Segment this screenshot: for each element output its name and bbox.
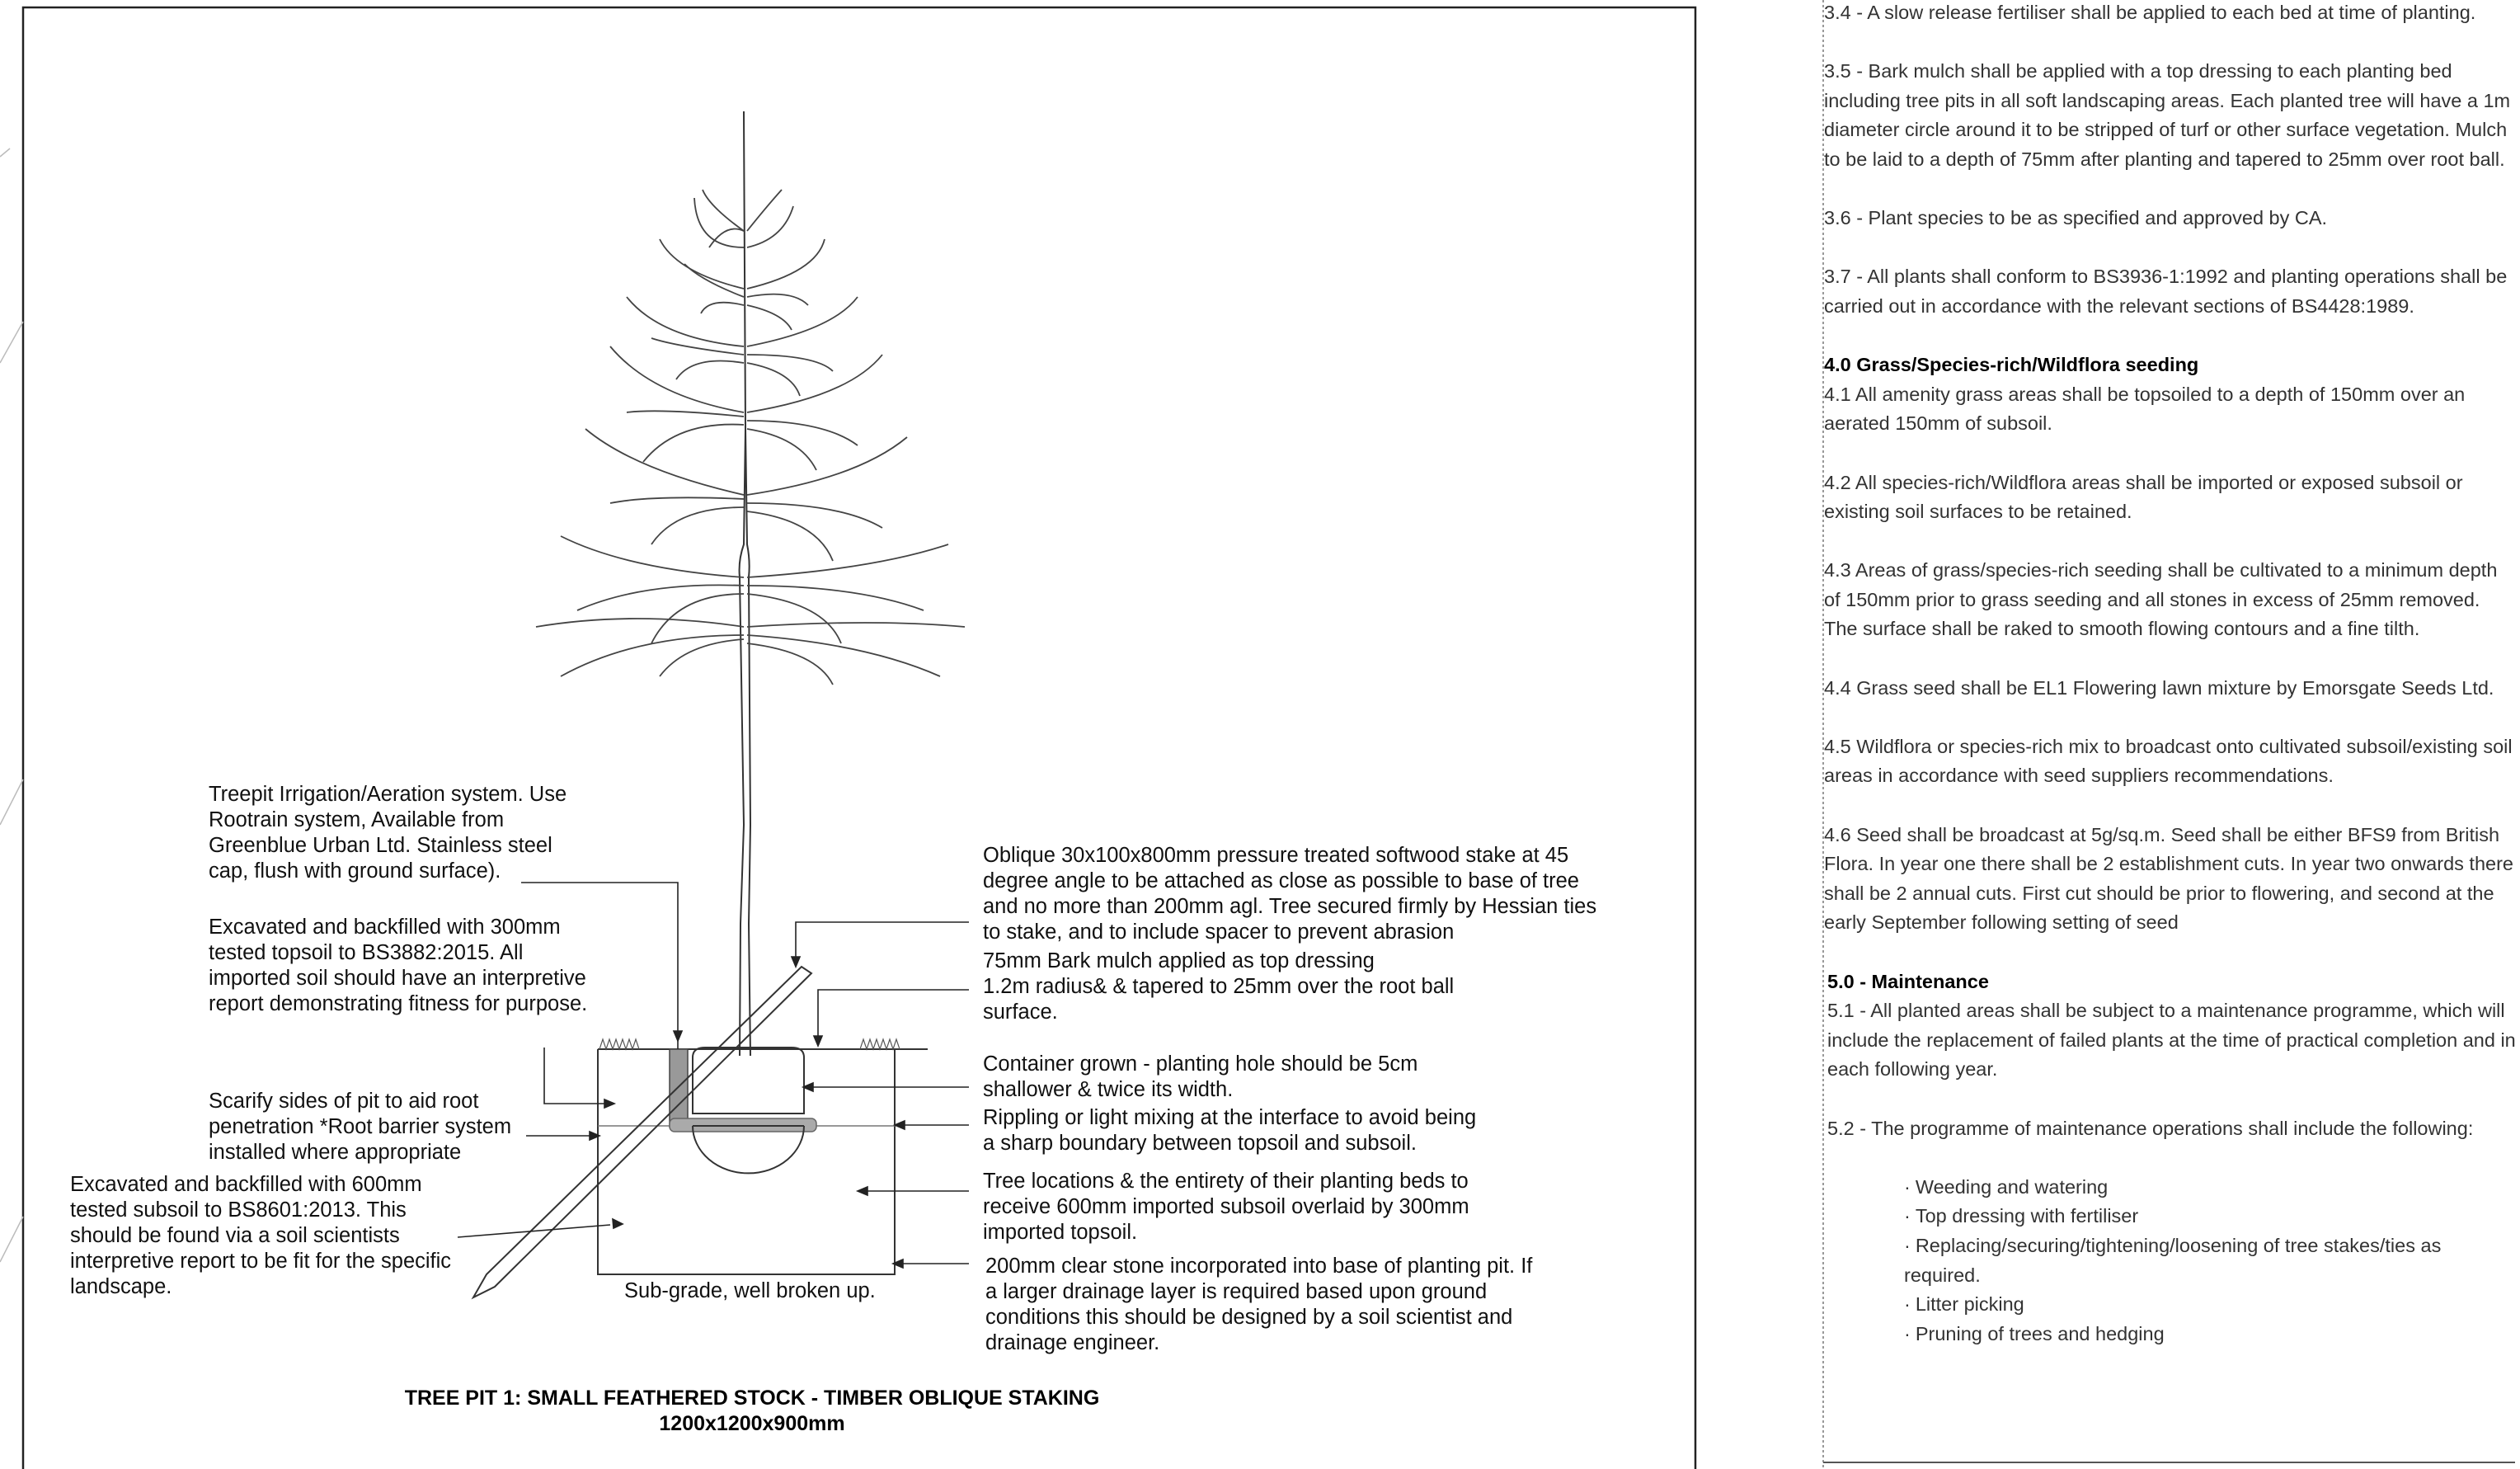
- drawing-title-line2: 1200x1200x900mm: [659, 1412, 845, 1435]
- leader-lines: [457, 882, 969, 1269]
- grass-tufts: [599, 1038, 900, 1051]
- spec-3-6: 3.6 - Plant species to be as specified a…: [1824, 207, 2328, 229]
- label-rippling: Rippling or light mixing at the interfac…: [983, 1106, 1477, 1155]
- spec-3-4: 3.4 - A slow release fertiliser shall be…: [1824, 2, 2476, 23]
- tree-branches: [535, 189, 745, 677]
- list-item: Litter picking: [1904, 1290, 2517, 1320]
- sheet-construction-lines: [0, 148, 24, 1263]
- drawing-frame: [21, 6, 1697, 1469]
- spec-4-5: 4.5 Wildflora or species-rich mix to bro…: [1824, 735, 2513, 787]
- tree-branches-right: [746, 189, 966, 685]
- label-drainage: 200mm clear stone incorporated into base…: [985, 1255, 1533, 1354]
- spec-5-1: 5.1 - All planted areas shall be subject…: [1827, 1000, 2516, 1081]
- list-item: Top dressing with fertiliser: [1904, 1202, 2517, 1231]
- spec-3-7: 3.7 - All plants shall conform to BS3936…: [1824, 266, 2508, 317]
- specification-column: 3.4 - A slow release fertiliser shall be…: [1824, 0, 2517, 1349]
- oblique-stake: [471, 965, 813, 1300]
- label-subsoil: Excavated and backfilled with 600mm test…: [70, 1173, 452, 1298]
- spec-heading-4: 4.0 Grass/Species-rich/Wildflora seeding: [1824, 354, 2199, 376]
- label-stake: Oblique 30x100x800mm pressure treated so…: [983, 844, 1597, 944]
- spec-5-2: 5.2 - The programme of maintenance opera…: [1827, 1117, 2474, 1139]
- label-container: Container grown - planting hole should b…: [983, 1052, 1418, 1101]
- label-irrigation: Treepit Irrigation/Aeration system. Use …: [209, 783, 567, 883]
- spec-4-2: 4.2 All species-rich/Wildflora areas sha…: [1824, 471, 2463, 523]
- label-scarify: Scarify sides of pit to aid root penetra…: [209, 1090, 512, 1164]
- spec-4-1: 4.1 All amenity grass areas shall be top…: [1824, 383, 2466, 435]
- spec-3-5: 3.5 - Bark mulch shall be applied with a…: [1824, 60, 2511, 170]
- drawing-title-line1: TREE PIT 1: SMALL FEATHERED STOCK - TIMB…: [404, 1387, 1100, 1410]
- spec-4-4: 4.4 Grass seed shall be EL1 Flowering la…: [1824, 676, 2494, 699]
- tree-trunk: [738, 111, 752, 1057]
- spec-4-3: 4.3 Areas of grass/species-rich seeding …: [1824, 559, 2498, 640]
- irrigation-pipe: [669, 1048, 689, 1128]
- list-item: Pruning of trees and hedging: [1904, 1320, 2517, 1349]
- maintenance-list: Weeding and watering Top dressing with f…: [1824, 1173, 2517, 1349]
- drawing-title: TREE PIT 1: SMALL FEATHERED STOCK - TIMB…: [346, 1386, 1158, 1437]
- spec-4-6: 4.6 Seed shall be broadcast at 5g/sq.m. …: [1824, 823, 2513, 934]
- label-topsoil: Excavated and backfilled with 300mm test…: [209, 916, 588, 1015]
- spec-heading-5: 5.0 - Maintenance: [1827, 970, 1989, 992]
- tree-pit-outline: [597, 1049, 896, 1275]
- list-item: Replacing/securing/tightening/loosening …: [1904, 1231, 2517, 1290]
- label-subgrade: Sub-grade, well broken up.: [624, 1279, 876, 1302]
- list-item: Weeding and watering: [1904, 1173, 2517, 1203]
- root-ball: [692, 1047, 805, 1175]
- label-mulch: 75mm Bark mulch applied as top dressing …: [983, 949, 1455, 1024]
- label-locations: Tree locations & the entirety of their p…: [983, 1170, 1469, 1244]
